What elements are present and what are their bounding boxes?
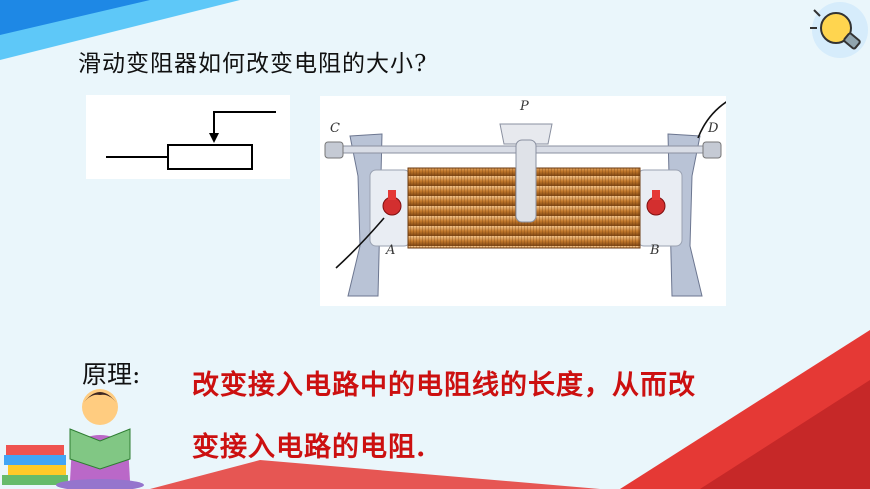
principle-line-2: 变接入电路的电阻. [192,432,427,463]
label-p: P [519,99,529,114]
question-title: 滑动变阻器如何改变电阻的大小? [78,51,428,77]
label-d: D [707,121,719,136]
principle-line-1: 改变接入电路中的电阻线的长度，从而改 [192,370,696,401]
lightbulb-icon [810,2,868,58]
rheostat-photo: C D P A B [320,89,753,306]
label-c: C [330,121,340,136]
rheostat-symbol [86,95,290,179]
label-a: A [385,243,395,258]
principle-text: 改变接入电路中的电阻线的长度，从而改 变接入电路的电阻. [192,355,832,479]
label-b: B [649,243,660,258]
principle-label: 原理: [82,360,141,389]
reading-child-illustration [2,389,144,489]
